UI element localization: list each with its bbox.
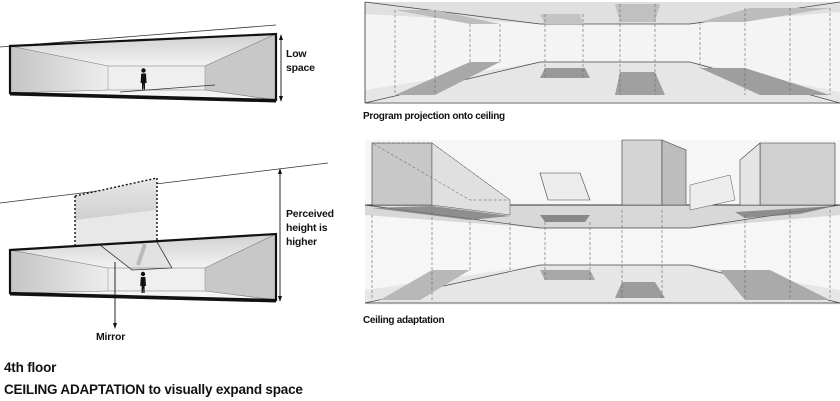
person-figure-2 — [140, 271, 146, 293]
adaptation-perspective — [364, 139, 840, 305]
projection-perspective — [364, 1, 840, 104]
caption-adaptation: Ceiling adaptation — [363, 315, 445, 326]
low-space-section — [0, 24, 283, 103]
low-label-line1: Low — [286, 48, 307, 60]
perceived-label-line3: higher — [286, 236, 317, 248]
person-figure — [140, 68, 147, 90]
mirror-label: Mirror — [96, 331, 126, 343]
floor-heading: 4th floor — [4, 360, 57, 375]
page-title: CEILING ADAPTATION to visually expand sp… — [4, 382, 303, 397]
caption-projection: Program projection onto ceiling — [363, 111, 505, 122]
mirror-section — [0, 162, 329, 329]
low-label-line2: space — [286, 62, 315, 74]
perceived-label-line1: Perceived — [286, 208, 334, 220]
perceived-label-line2: height is — [286, 222, 328, 234]
